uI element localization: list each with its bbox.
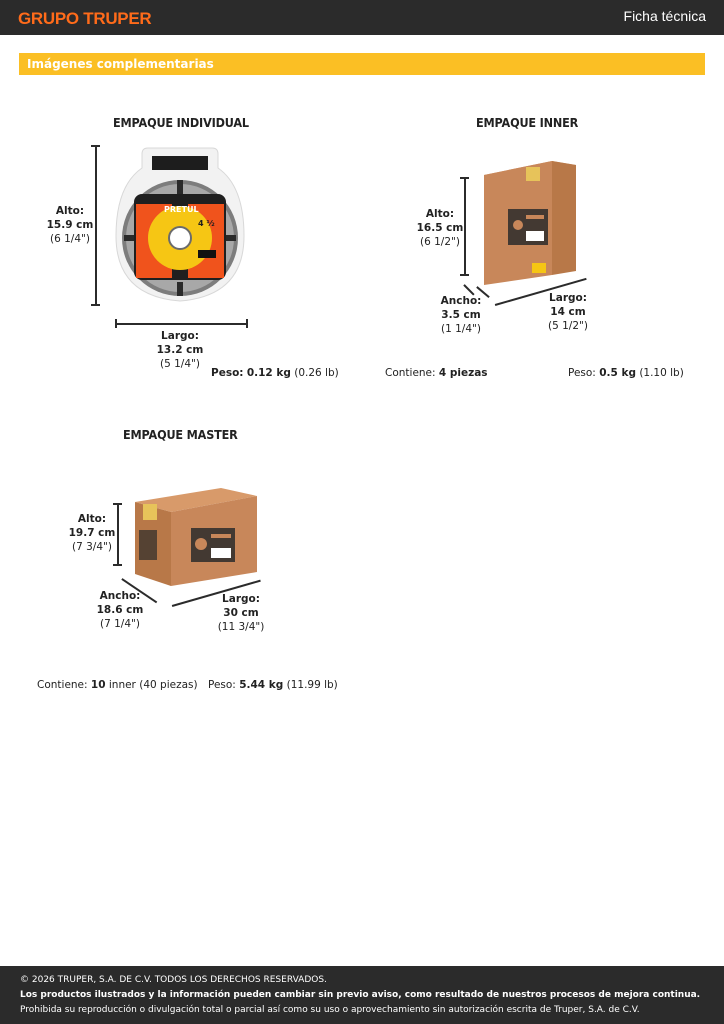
individual-product-brand: PRETUL (164, 205, 199, 214)
inner-ancho-dim: Ancho: 3.5 cm (1 1/4") (433, 294, 489, 336)
individual-largo-line (115, 323, 247, 325)
document-type: Ficha técnica (623, 8, 706, 24)
individual-largo-tick-left (115, 319, 117, 328)
footer-disclaimer: Los productos ilustrados y la informació… (20, 990, 701, 1000)
master-ancho-label: Ancho: (99, 590, 141, 602)
master-peso-kg: 5.44 kg (239, 679, 284, 691)
inner-box-image (484, 161, 576, 285)
master-ancho-cm: 18.6 cm (96, 604, 144, 616)
inner-contiene-label: Contiene: (385, 367, 436, 379)
inner-largo-in: (5 1/2") (548, 320, 588, 332)
inner-peso-label: Peso: (568, 367, 596, 379)
inner-alto-tick-top (460, 177, 469, 179)
individual-alto-in: (6 1/4") (50, 233, 90, 245)
master-ancho-dim: Ancho: 18.6 cm (7 1/4") (92, 589, 148, 631)
footer: © 2026 TRUPER, S.A. DE C.V. TODOS LOS DE… (0, 966, 724, 1024)
individual-product-image: PRETUL 4 ½ (115, 147, 245, 302)
individual-product-size: 4 ½ (198, 218, 215, 228)
inner-title: EMPAQUE INNER (476, 115, 579, 130)
master-alto-in: (7 3/4") (72, 541, 112, 553)
master-contiene-label: Contiene: (37, 679, 88, 691)
inner-largo-cm: 14 cm (550, 306, 586, 318)
inner-peso-lb: (1.10 lb) (639, 367, 684, 379)
inner-ancho-label: Ancho: (440, 295, 482, 307)
master-alto-tick-bottom (113, 564, 122, 566)
inner-alto-label: Alto: (425, 208, 455, 220)
master-alto-dim: Alto: 19.7 cm (7 3/4") (64, 512, 120, 554)
inner-ancho-in: (1 1/4") (441, 323, 481, 335)
master-box-image (135, 488, 257, 586)
individual-largo-in: (5 1/4") (160, 358, 200, 370)
master-largo-in: (11 3/4") (217, 621, 265, 633)
individual-peso-lb: (0.26 lb) (294, 367, 339, 379)
individual-alto-dim: Alto: 15.9 cm (6 1/4") (44, 204, 96, 246)
individual-peso: Peso: 0.12 kg (0.26 lb) (211, 367, 339, 379)
individual-largo-tick-right (246, 319, 248, 328)
individual-alto-label: Alto: (55, 205, 85, 217)
footer-copyright: © 2026 TRUPER, S.A. DE C.V. TODOS LOS DE… (20, 975, 327, 985)
inner-peso: Peso: 0.5 kg (1.10 lb) (568, 367, 684, 379)
master-alto-label: Alto: (77, 513, 107, 525)
individual-peso-kg: 0.12 kg (246, 367, 291, 379)
master-largo-label: Largo: (222, 593, 260, 605)
footer-legal: Prohibida su reproducción o divulgación … (20, 1005, 640, 1015)
master-contiene: Contiene: 10 inner (40 piezas) (37, 679, 198, 691)
section-title: Imágenes complementarias (27, 57, 214, 71)
inner-alto-line (464, 177, 466, 275)
master-alto-line (117, 503, 119, 565)
master-contiene-count: 10 (90, 679, 106, 691)
inner-alto-tick-bottom (460, 274, 469, 276)
master-alto-cm: 19.7 cm (68, 527, 116, 539)
header-bar: GRUPO TRUPER Ficha técnica (0, 0, 724, 35)
individual-alto-cm: 15.9 cm (46, 219, 94, 231)
individual-largo-cm: 13.2 cm (156, 344, 204, 356)
inner-largo-label: Largo: (549, 292, 587, 304)
inner-alto-cm: 16.5 cm (416, 222, 464, 234)
inner-contiene-value: 4 piezas (438, 367, 488, 379)
section-header: Imágenes complementarias (19, 53, 705, 75)
inner-alto-dim: Alto: 16.5 cm (6 1/2") (412, 207, 468, 249)
inner-peso-kg: 0.5 kg (599, 367, 636, 379)
master-title: EMPAQUE MASTER (123, 427, 238, 442)
master-contiene-pieces: (40 piezas) (139, 679, 198, 691)
inner-ancho-cm: 3.5 cm (441, 309, 481, 321)
master-alto-tick-top (113, 503, 122, 505)
brand-logo: GRUPO TRUPER (18, 9, 152, 28)
individual-alto-tick-bottom (91, 304, 100, 306)
master-ancho-in: (7 1/4") (100, 618, 140, 630)
individual-alto-tick-top (91, 145, 100, 147)
inner-largo-dim: Largo: 14 cm (5 1/2") (542, 291, 594, 333)
master-peso: Peso: 5.44 kg (11.99 lb) (208, 679, 338, 691)
master-peso-lb: (11.99 lb) (286, 679, 338, 691)
individual-title: EMPAQUE INDIVIDUAL (113, 115, 249, 130)
individual-largo-dim: Largo: 13.2 cm (5 1/4") (150, 329, 210, 371)
master-peso-label: Peso: (208, 679, 236, 691)
master-largo-dim: Largo: 30 cm (11 3/4") (212, 592, 270, 634)
inner-contiene: Contiene: 4 piezas (385, 367, 488, 379)
individual-largo-label: Largo: (161, 330, 199, 342)
individual-alto-line (95, 145, 97, 305)
master-contiene-unit: inner (108, 679, 136, 691)
individual-peso-label: Peso: (211, 367, 244, 379)
master-largo-cm: 30 cm (223, 607, 259, 619)
inner-alto-in: (6 1/2") (420, 236, 460, 248)
